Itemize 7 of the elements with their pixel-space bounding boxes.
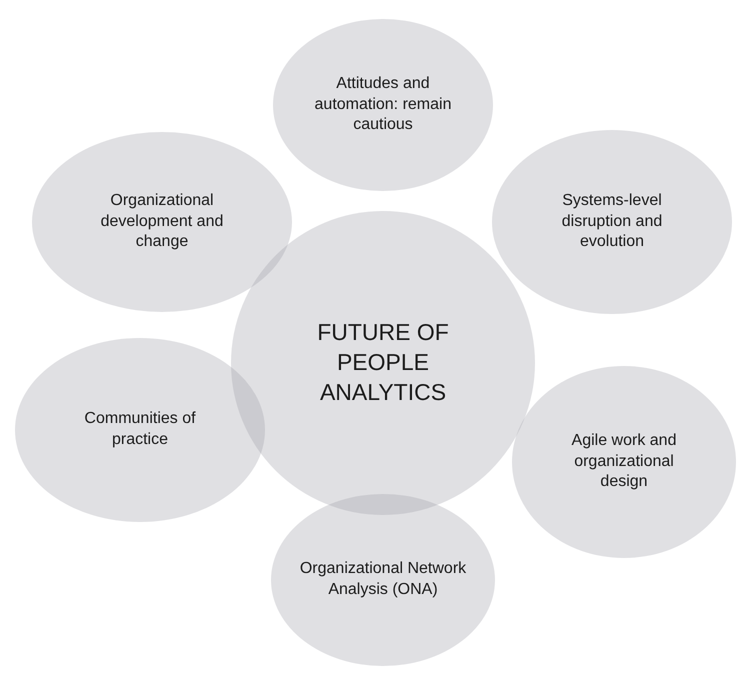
topic-label: Systems-level disruption and evolution: [560, 190, 664, 252]
topic-label: Organizational development and change: [100, 190, 224, 252]
topic-label: Organizational Network Analysis (ONA): [298, 559, 468, 600]
center-title: FUTURE OF PEOPLE ANALYTICS: [316, 318, 450, 407]
topic-label: Communities of practice: [83, 409, 197, 450]
topic-label: Agile work and organizational design: [570, 430, 678, 492]
topic-label: Attitudes and automation: remain cautious: [314, 74, 452, 136]
